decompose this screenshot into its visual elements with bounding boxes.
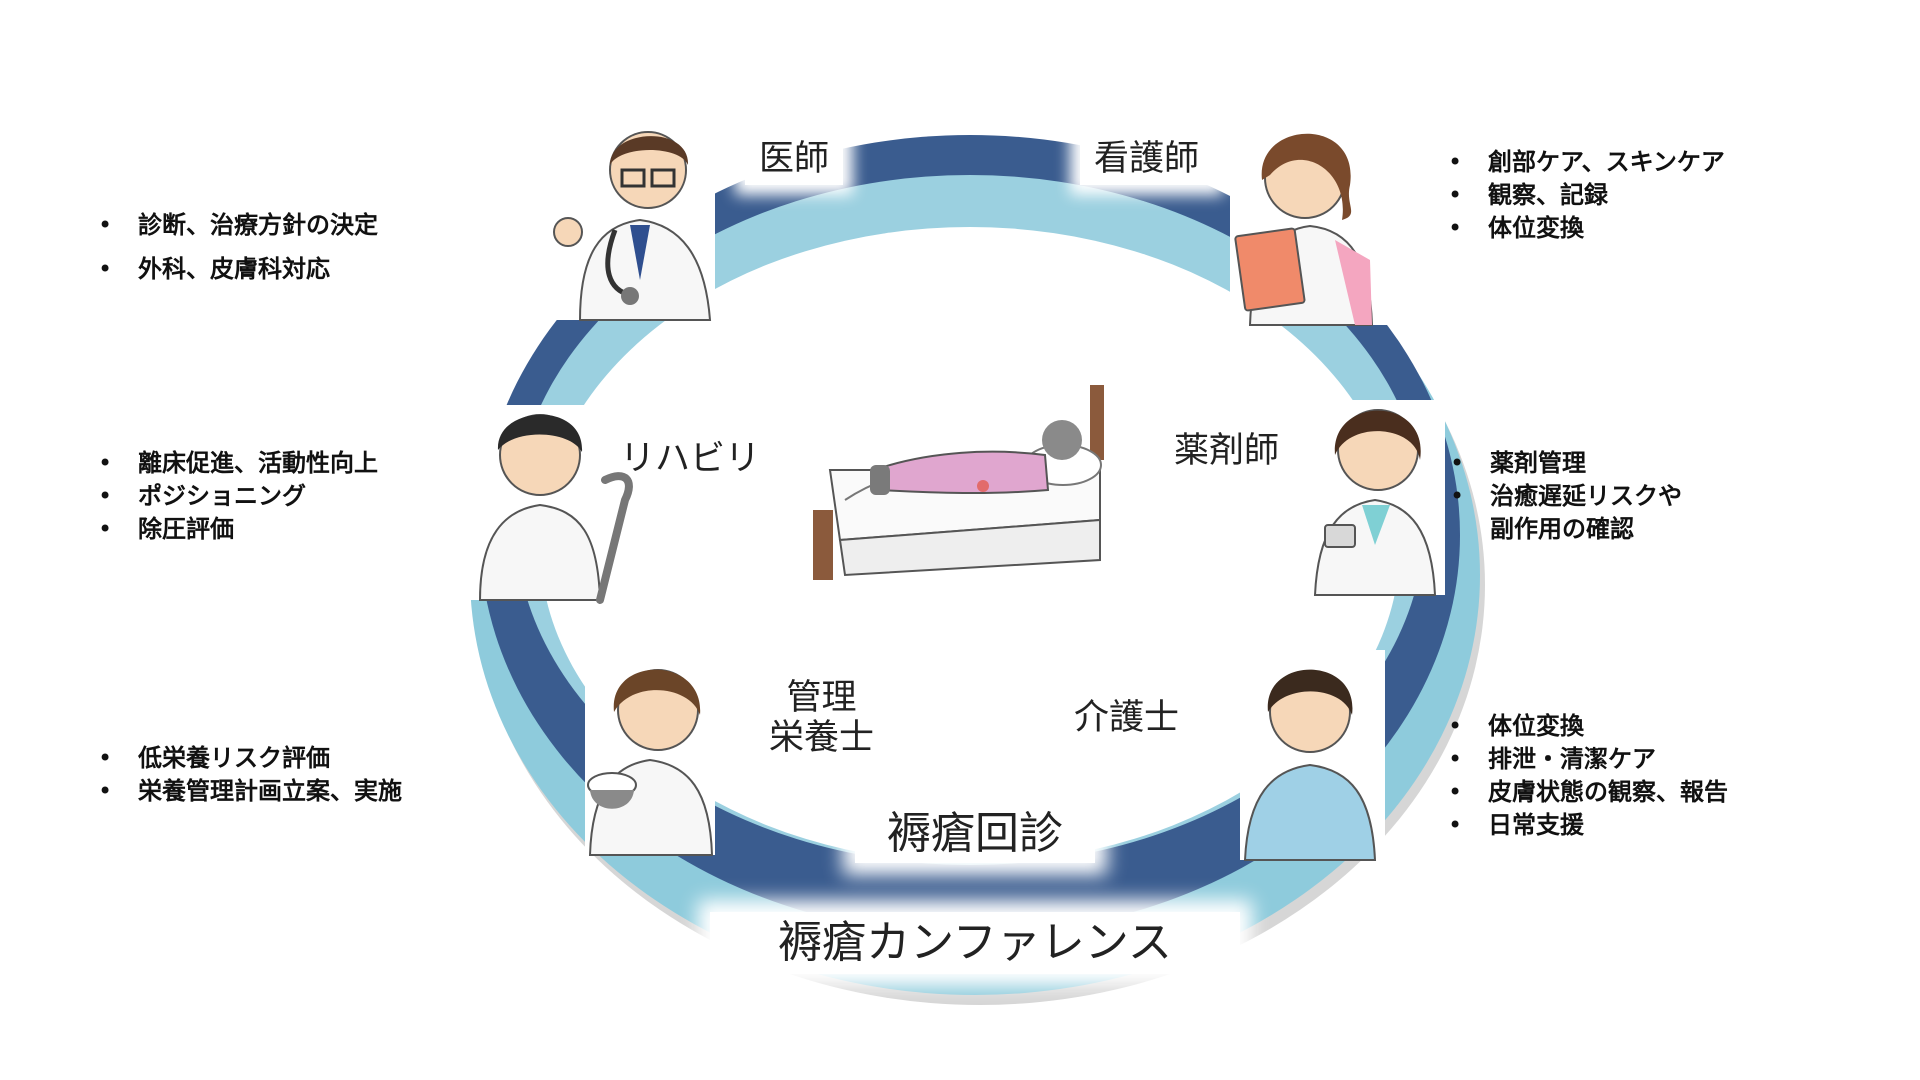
dietitian-label-line1: 管理 [786, 678, 857, 718]
list-item: 皮膚状態の観察、報告 [1448, 776, 1728, 809]
list-item: 低栄養リスク評価 [98, 742, 402, 775]
list-item: 薬剤管理 [1450, 447, 1682, 480]
pharmacist-duties: 薬剤管理 治癒遅延リスクや 副作用の確認 [1450, 447, 1682, 546]
list-item: 治癒遅延リスクや [1450, 480, 1682, 513]
nurse-duties: 創部ケア、スキンケア 観察、記録 体位変換 [1448, 146, 1725, 245]
doctor-duties: 診断、治療方針の決定 外科、皮膚科対応 [98, 203, 378, 291]
list-item: 除圧評価 [98, 513, 378, 546]
caregiver-label: 介護士 [1074, 698, 1180, 738]
rehab-label: リハビリ [620, 439, 761, 479]
list-item: 創部ケア、スキンケア [1448, 146, 1725, 179]
dietitian-label-line2: 栄養士 [769, 718, 875, 759]
doctor-illustration [553, 120, 715, 321]
dietitian-duties: 低栄養リスク評価 栄養管理計画立案、実施 [98, 742, 402, 808]
pharmacist-illustration [1305, 400, 1445, 596]
dietitian-illustration [585, 660, 715, 856]
dietitian-label: 管理 栄養士 [755, 672, 888, 765]
caregiver-duties: 体位変換 排泄・清潔ケア 皮膚状態の観察、報告 日常支援 [1448, 710, 1728, 842]
list-item: 副作用の確認 [1490, 515, 1634, 543]
list-item: 排泄・清潔ケア [1448, 743, 1728, 776]
doctor-label: 医師 [745, 133, 844, 186]
patient-in-bed-illustration [805, 325, 1115, 587]
list-item: ポジショニング [98, 480, 378, 513]
nurse-label: 看護師 [1080, 133, 1214, 186]
list-item: 観察、記録 [1448, 179, 1725, 212]
pharmacist-label: 薬剤師 [1174, 431, 1280, 471]
rehab-duties: 離床促進、活動性向上 ポジショニング 除圧評価 [98, 447, 378, 546]
rehab-therapist-illustration [470, 405, 640, 604]
list-item: 日常支援 [1448, 809, 1728, 842]
list-item: 体位変換 [1448, 710, 1728, 743]
list-item: 離床促進、活動性向上 [98, 447, 378, 480]
list-item: 体位変換 [1448, 212, 1725, 245]
list-item: 栄養管理計画立案、実施 [98, 775, 402, 808]
outer-ring-label: 褥瘡カンファレンス [710, 912, 1240, 974]
list-item: 診断、治療方針の決定 [98, 203, 378, 247]
inner-ring-label: 褥瘡回診 [855, 805, 1095, 863]
caregiver-illustration [1240, 650, 1385, 861]
nurse-illustration [1230, 120, 1390, 326]
list-item: 外科、皮膚科対応 [98, 247, 378, 291]
